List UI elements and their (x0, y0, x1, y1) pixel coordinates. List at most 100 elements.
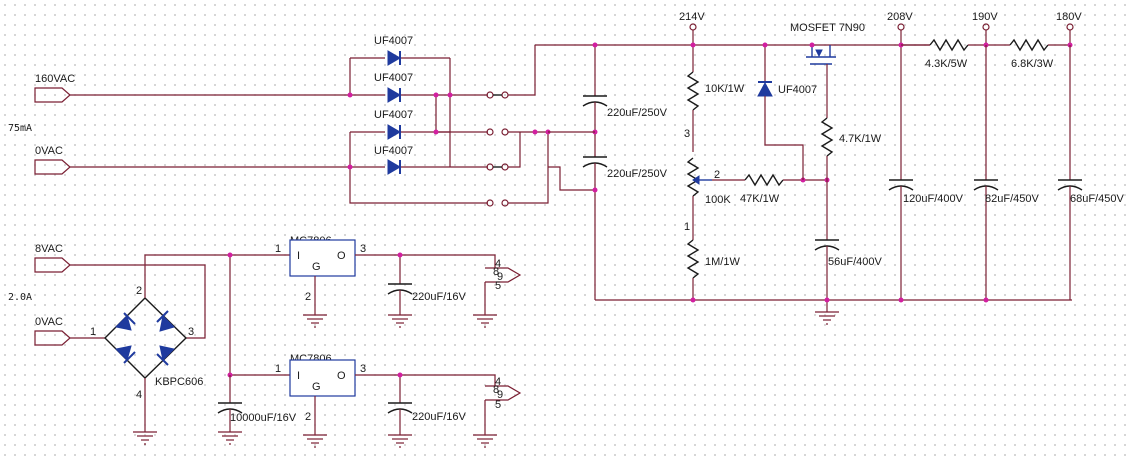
regulator-2-pin-2: 2 (305, 411, 311, 423)
diode-d4: UF4007 (374, 145, 413, 175)
mosfet-7n90: MOSFET 7N90 (790, 22, 865, 118)
bridge-pin-2: 2 (136, 285, 142, 297)
cap-c6-label: 68uF/450V (1070, 193, 1124, 205)
pot-label: 100K (705, 194, 731, 206)
ground-bridge (133, 431, 157, 445)
note-current-75ma: 75mA (8, 123, 32, 134)
switch-bank (486, 45, 595, 207)
connector-2-pin-4: 4 (495, 376, 501, 388)
regulator-1-pin-in: I (297, 250, 300, 262)
diode-d3-label: UF4007 (374, 109, 413, 121)
cap-c7: 220uF/16V (387, 255, 466, 315)
regulator-1: MC7806 I O G 1 3 2 (275, 235, 496, 315)
resistor-r6: 6.8K/3W (1009, 38, 1070, 70)
ground-main (815, 311, 839, 325)
cap-c7-label: 220uF/16V (412, 291, 466, 303)
pot-pin-3: 3 (684, 128, 690, 140)
resistor-r3-label: 4.7K/1W (839, 133, 882, 145)
cap-c2: 220uF/250V (582, 156, 668, 300)
resistor-r1: 10K/1W (686, 45, 745, 152)
regulator-2-pin-1: 1 (275, 363, 281, 375)
hv-diode-network: UF4007 UF4007 UF4007 UF4007 (70, 35, 488, 204)
probe-180v: 180V (1056, 11, 1082, 45)
regulator-2-pin-gnd: G (312, 381, 321, 393)
port-0vac-top-label: 0VAC (35, 145, 63, 157)
bridge-kbpc606: 1 2 3 4 KBPC606 (70, 254, 230, 432)
ground-reg1 (303, 314, 327, 328)
bridge-pin-1: 1 (90, 326, 96, 338)
resistor-r4: 1M/1W (686, 239, 740, 300)
regulator-1-pin-out: O (337, 250, 346, 262)
cap-c5-label: 82uF/450V (985, 193, 1039, 205)
resistor-r5: 4.3K/5W (901, 38, 1010, 70)
ground-reg2 (303, 434, 327, 448)
cap-c9-label: 10000uF/16V (230, 412, 297, 424)
cap-c8: 220uF/16V (387, 375, 466, 435)
pot-pin-2: 2 (714, 169, 720, 181)
port-0vac-bottom-label: 0VAC (35, 316, 63, 328)
probe-214v: 214V (679, 11, 705, 45)
probe-208v-label: 208V (887, 11, 913, 23)
potentiometer: 2 100K (686, 157, 731, 206)
bridge-label: KBPC606 (155, 376, 203, 388)
resistor-r3: 4.7K/1W (820, 117, 882, 240)
cap-c1: 220uF/250V (582, 45, 668, 157)
port-8vac-label: 8VAC (35, 243, 63, 255)
port-0vac-top: 0VAC (34, 145, 71, 175)
probe-190v-label: 190V (972, 11, 998, 23)
regulator-1-pin-gnd: G (312, 261, 321, 273)
probe-180v-label: 180V (1056, 11, 1082, 23)
regulator-2-pin-in: I (297, 370, 300, 382)
connector-1-pin-9: 9 (497, 271, 503, 283)
cap-c3-label: 56uF/400V (828, 256, 882, 268)
diode-d1-label: UF4007 (374, 35, 413, 47)
diode-d2: UF4007 (374, 72, 413, 103)
cap-c9: 10000uF/16V (217, 375, 297, 432)
diode-d5: UF4007 (757, 45, 817, 180)
cap-c6: 68uF/450V (1057, 45, 1124, 300)
probe-190v: 190V (972, 11, 998, 45)
resistor-r1-label: 10K/1W (705, 83, 745, 95)
regulator-1-pin-2: 2 (305, 291, 311, 303)
ground-c8 (388, 434, 412, 448)
diode-d3: UF4007 (374, 109, 413, 140)
connector-1-pin-5: 5 (495, 280, 501, 292)
cap-c8-label: 220uF/16V (412, 411, 466, 423)
connector-2: 4 8 9 5 (484, 376, 522, 435)
regulator-2-pin-out: O (337, 370, 346, 382)
ground-con2 (473, 434, 497, 448)
cap-c2-label: 220uF/250V (607, 168, 668, 180)
probe-214v-label: 214V (679, 11, 705, 23)
regulator-1-pin-3: 3 (360, 243, 366, 255)
port-160vac-label: 160VAC (35, 73, 75, 85)
bridge-pin-3: 3 (188, 326, 194, 338)
resistor-r6-label: 6.8K/3W (1011, 58, 1054, 70)
port-8vac: 8VAC (34, 243, 71, 273)
regulator-2: MC7806 I O G 1 3 2 (275, 353, 496, 435)
connector-2-pin-9: 9 (497, 389, 503, 401)
regulator-1-pin-1: 1 (275, 243, 281, 255)
diode-d1: UF4007 (374, 35, 413, 66)
connector-2-pin-8: 8 (493, 384, 499, 396)
port-0vac-bottom: 0VAC (34, 316, 71, 346)
ground-con1 (473, 314, 497, 328)
mosfet-label: MOSFET 7N90 (790, 22, 865, 34)
cap-c1-label: 220uF/250V (607, 107, 668, 119)
connector-2-pin-5: 5 (495, 399, 501, 411)
connector-1-pin-8: 8 (493, 266, 499, 278)
ground-c9 (218, 431, 242, 445)
connector-1: 4 8 9 5 (484, 258, 522, 315)
bridge-pin-4: 4 (136, 389, 142, 401)
cap-c5: 82uF/450V (973, 45, 1039, 300)
diode-d2-label: UF4007 (374, 72, 413, 84)
resistor-r5-label: 4.3K/5W (925, 58, 968, 70)
cap-c4-label: 120uF/400V (903, 193, 964, 205)
resistor-r2-label: 47K/1W (740, 193, 780, 205)
connector-1-pin-4: 4 (495, 258, 501, 270)
cap-c4: 120uF/400V (888, 45, 964, 300)
diode-d4-label: UF4007 (374, 145, 413, 157)
diode-d5-label: UF4007 (778, 84, 817, 96)
resistor-r4-label: 1M/1W (705, 256, 740, 268)
